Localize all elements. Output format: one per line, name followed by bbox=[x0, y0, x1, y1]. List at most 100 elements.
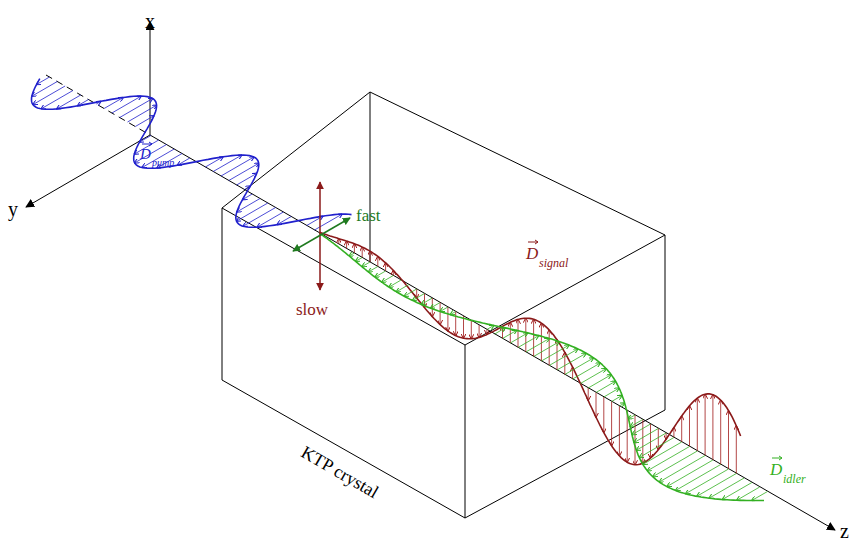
idler-wave-hatch bbox=[382, 276, 394, 283]
ktp-crystal bbox=[222, 92, 665, 518]
signal-wave-hatch bbox=[603, 397, 604, 433]
field-waves bbox=[32, 77, 768, 501]
axis-name: slow bbox=[294, 300, 330, 319]
signal-wave-hatch bbox=[681, 416, 682, 442]
signal-wave-hatch bbox=[627, 411, 628, 463]
signal-wave-hatch bbox=[720, 400, 721, 464]
pump-wave-hatch bbox=[33, 86, 65, 105]
pump-wave-hatch bbox=[221, 157, 254, 176]
idler-wave-hatch bbox=[565, 358, 594, 375]
signal-wave-hatch bbox=[596, 393, 597, 418]
idler-wave-hatch bbox=[634, 429, 658, 443]
vector-arrow bbox=[527, 239, 539, 245]
idler-wave-hatch bbox=[596, 381, 616, 392]
field-subscript: signal bbox=[537, 256, 570, 270]
signal-wave-hatch bbox=[463, 316, 464, 338]
signal-wave-hatch bbox=[510, 322, 511, 343]
fast-axis-arrow bbox=[293, 218, 350, 251]
idler-wave-hatch bbox=[389, 280, 401, 287]
signal-wave-hatch bbox=[377, 256, 378, 266]
idler-wave-hatch bbox=[643, 442, 682, 464]
signal-wave-hatch bbox=[471, 321, 472, 339]
idler-wave-hatch bbox=[495, 328, 506, 334]
idler-wave-hatch bbox=[396, 285, 409, 292]
signal-wave-hatch bbox=[697, 398, 698, 451]
idler-wave-hatch bbox=[612, 395, 623, 401]
signal-wave-hatch bbox=[650, 424, 651, 458]
pump-wave bbox=[32, 79, 352, 228]
signal-wave-hatch bbox=[728, 411, 729, 469]
idler-wave-hatch bbox=[557, 353, 586, 370]
field-symbol: D bbox=[524, 244, 540, 263]
idler-wave-hatch bbox=[368, 267, 377, 272]
idler-wave-hatch bbox=[573, 363, 601, 379]
idler-wave-hatch bbox=[440, 307, 448, 312]
signal-wave-hatch bbox=[346, 241, 347, 249]
pump-wave-hatch bbox=[120, 99, 153, 118]
signal-wave-hatch bbox=[557, 340, 558, 370]
field-subscript: pump bbox=[150, 157, 176, 169]
idler-wave-hatch bbox=[362, 262, 370, 267]
signal-wave-hatch bbox=[440, 303, 441, 325]
idler-wave-hatch bbox=[709, 478, 744, 498]
idler-wave-hatch bbox=[722, 483, 752, 500]
signal-wave-hatch bbox=[518, 319, 519, 347]
signal-wave-hatch bbox=[564, 352, 565, 374]
axis-label: y bbox=[6, 198, 20, 220]
signal-wave-hatch bbox=[447, 307, 448, 331]
idler-wave-hatch bbox=[604, 388, 619, 397]
idler-wave-hatch bbox=[534, 342, 560, 357]
idler-wave-hatch bbox=[375, 271, 386, 277]
idler-wave-hatch bbox=[510, 333, 527, 343]
signal-wave-hatch bbox=[525, 318, 526, 352]
signal-wave-hatch bbox=[712, 395, 713, 460]
idler-wave-hatch bbox=[697, 474, 737, 497]
signal-wave-hatch bbox=[642, 420, 643, 464]
signal-wave-hatch bbox=[541, 323, 542, 361]
idler-wave-hatch bbox=[349, 253, 354, 256]
idler-wave-hatch bbox=[647, 447, 689, 471]
idler-wave-hatch bbox=[632, 424, 651, 435]
signal-wave-hatch bbox=[619, 406, 620, 456]
signal-wave-hatch bbox=[689, 406, 690, 447]
pump-wave-hatch bbox=[32, 82, 57, 97]
crystal-label: KTP crystal bbox=[296, 441, 384, 503]
axis-label: x bbox=[143, 10, 157, 32]
idler-wave-hatch bbox=[639, 438, 674, 458]
signal-wave-hatch bbox=[705, 394, 706, 455]
idler-wave-hatch bbox=[752, 492, 768, 501]
idler-wave-hatch bbox=[541, 345, 569, 361]
pump-wave-hatch bbox=[41, 91, 73, 109]
signal-wave-hatch bbox=[455, 312, 456, 336]
field-symbol: D bbox=[138, 146, 153, 163]
idler-wave-hatch bbox=[549, 349, 578, 366]
vector-arrow bbox=[141, 141, 153, 147]
field-subscript: idler bbox=[781, 472, 808, 486]
idler-wave-hatch bbox=[421, 298, 432, 304]
field-symbol: D bbox=[768, 460, 784, 479]
idler-wave-hatch bbox=[404, 289, 417, 296]
idler-wave-hatch bbox=[619, 403, 624, 406]
axis-name: fast bbox=[354, 206, 383, 225]
signal-wave-hatch bbox=[479, 325, 480, 337]
signal-wave-hatch bbox=[611, 402, 612, 446]
vector-arrow bbox=[771, 455, 783, 461]
idler-wave-hatch bbox=[629, 415, 636, 419]
idler-wave-hatch bbox=[503, 330, 517, 338]
axis-label: z bbox=[838, 520, 851, 542]
idler-wave-hatch bbox=[413, 294, 425, 301]
idler-wave-hatch bbox=[431, 303, 441, 309]
idler-wave-hatch bbox=[518, 336, 539, 348]
signal-wave bbox=[320, 232, 741, 465]
idler-wave-hatch bbox=[636, 433, 666, 450]
idler-wave bbox=[319, 233, 764, 500]
signal-wave-hatch bbox=[635, 415, 636, 465]
idler-wave-hatch bbox=[526, 339, 550, 353]
pump-wave-hatch bbox=[243, 208, 276, 227]
signal-wave-hatch bbox=[362, 247, 363, 258]
signal-wave-hatch bbox=[354, 244, 355, 253]
pump-wave-hatch bbox=[237, 203, 268, 221]
signal-wave-hatch bbox=[736, 426, 737, 474]
